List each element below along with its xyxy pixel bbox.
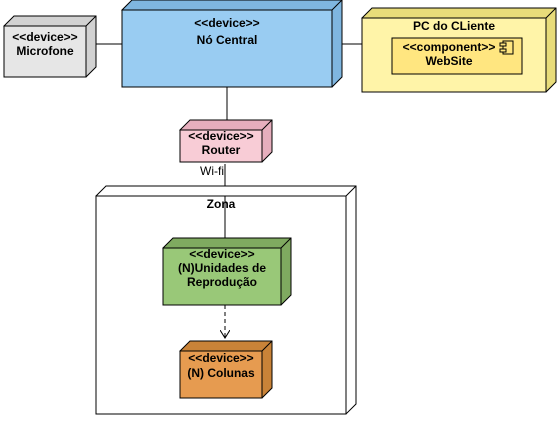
microfone-stereotype: <<device>>	[12, 30, 77, 44]
component-icon	[499, 40, 514, 55]
node-microfone[interactable]: <<device>> Microfone	[3, 15, 97, 78]
unidades-name-line2: Reprodução	[187, 275, 257, 289]
router-stereotype: <<device>>	[188, 129, 253, 143]
colunas-name: (N) Colunas	[187, 366, 255, 380]
node-router[interactable]: <<device>> Router	[179, 119, 273, 163]
website-name: WebSite	[425, 54, 472, 68]
node-no-central[interactable]: <<device>> Nó Central	[121, 0, 343, 88]
node-colunas[interactable]: <<device>> (N) Colunas	[179, 340, 273, 399]
microfone-name: Microfone	[16, 44, 74, 58]
pc-cliente-name: PC do CLiente	[413, 19, 495, 33]
no-central-stereotype: <<device>>	[194, 16, 259, 30]
zona-name: Zona	[207, 197, 236, 211]
node-unidades-reproducao[interactable]: <<device>> (N)Unidades de Reprodução	[162, 237, 292, 306]
wifi-label: Wi-fi	[200, 164, 224, 178]
colunas-stereotype: <<device>>	[188, 351, 253, 365]
unidades-stereotype: <<device>>	[189, 247, 254, 261]
no-central-name: Nó Central	[197, 33, 258, 47]
component-website[interactable]: <<component>> WebSite	[391, 37, 523, 75]
router-name: Router	[202, 143, 241, 157]
unidades-name-line1: (N)Unidades de	[178, 261, 266, 275]
website-stereotype: <<component>>	[403, 40, 496, 54]
